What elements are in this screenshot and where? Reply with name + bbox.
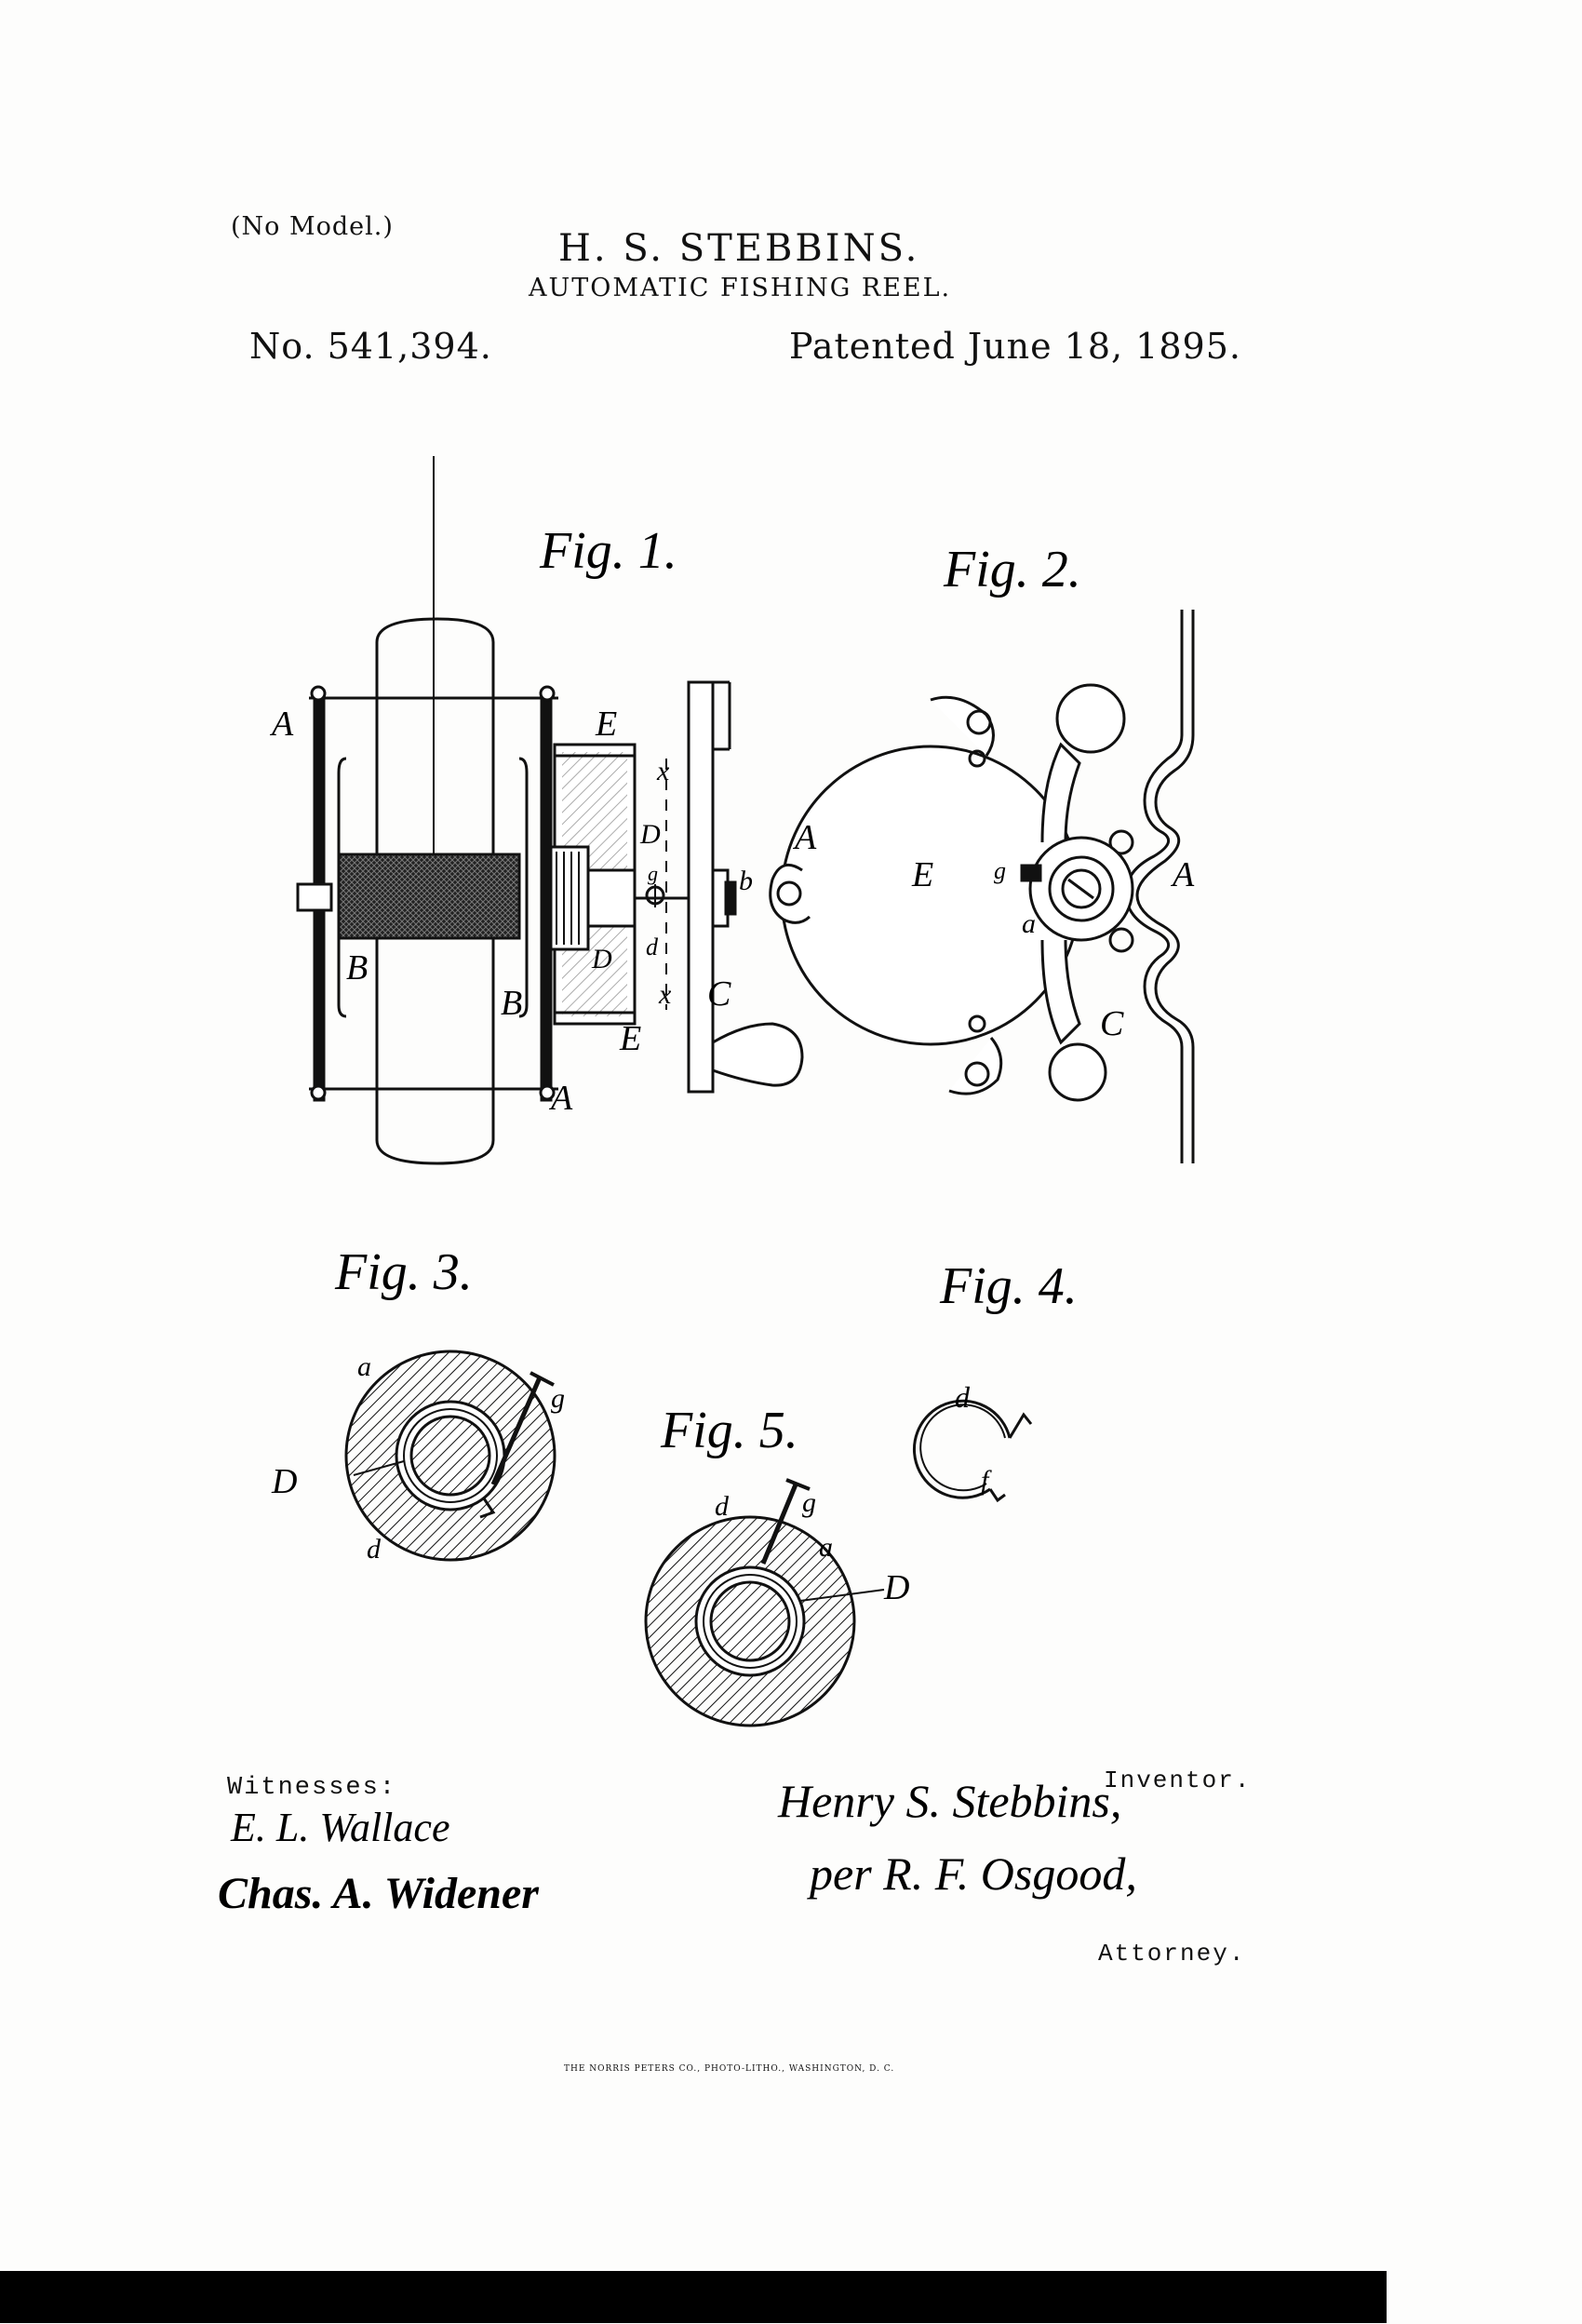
ref-g-fig5: g — [802, 1487, 816, 1518]
ref-g-fig2: g — [994, 857, 1006, 884]
figure-3-cross-section — [344, 1350, 556, 1562]
attorney-label: Attorney. — [1098, 1940, 1246, 1968]
fig2-caption: Fig. 2. — [943, 541, 1081, 598]
ref-d-fig1: d — [646, 934, 659, 960]
ref-a-fig5: a — [819, 1532, 833, 1563]
patent-date: Patented June 18, 1895. — [789, 326, 1241, 367]
witness-signature-1: E. L. Wallace — [230, 1805, 449, 1850]
ref-E-fig1-top: E — [595, 705, 617, 744]
ref-a-fig2: a — [1022, 908, 1036, 939]
ref-D-fig3: D — [271, 1462, 297, 1501]
ref-d-fig4: d — [955, 1380, 971, 1414]
ref-E-fig2: E — [911, 855, 933, 894]
ref-x-fig1-bottom: x — [658, 979, 672, 1010]
ref-D-fig5: D — [883, 1568, 909, 1607]
ref-D-fig1-mid: D — [591, 944, 612, 974]
ref-B-fig1-left: B — [346, 948, 368, 987]
witness-signature-2: Chas. A. Widener — [218, 1869, 540, 1918]
figure-5-cross-section — [644, 1478, 885, 1727]
printer-credit: THE NORRIS PETERS CO., PHOTO-LITHO., WAS… — [564, 2064, 895, 2074]
fig5-caption: Fig. 5. — [660, 1402, 798, 1459]
figure-4-split-ring — [912, 1399, 1033, 1503]
invention-title: AUTOMATIC FISHING REEL. — [529, 274, 952, 302]
ref-x-fig1-top: x — [656, 756, 670, 786]
ref-g-fig1: g — [648, 862, 658, 885]
inventor-label: Inventor. — [1104, 1767, 1252, 1794]
ref-a-fig3: a — [357, 1351, 371, 1382]
figure-2-front-view — [769, 610, 1195, 1163]
witnesses-label: Witnesses: — [227, 1774, 397, 1802]
scan-border-bar — [0, 2271, 1387, 2323]
inventor-name-heading: H. S. STEBBINS. — [558, 227, 920, 270]
ref-A-fig1-bottom: A — [548, 1079, 573, 1118]
ref-C-fig2: C — [1100, 1004, 1124, 1043]
figure-1-side-view — [296, 456, 804, 1165]
no-model-note: (No Model.) — [231, 212, 394, 241]
ref-E-fig1-bottom: E — [619, 1019, 641, 1058]
inventor-signature: Henry S. Stebbins, — [777, 1775, 1121, 1827]
reference-letters: A E x D g b D d x C B B E A A E g a A C … — [269, 705, 1195, 1607]
ref-d-fig3: d — [367, 1534, 382, 1565]
attorney-signature: per R. F. Osgood, — [807, 1847, 1137, 1900]
fig1-caption: Fig. 1. — [539, 522, 677, 580]
patent-number: No. 541,394. — [249, 326, 492, 367]
fig4-caption: Fig. 4. — [939, 1257, 1078, 1315]
ref-C-fig1: C — [707, 974, 731, 1014]
ref-D-fig1-top: D — [639, 819, 661, 850]
ref-B-fig1-right: B — [501, 984, 522, 1023]
ref-b-fig1: b — [739, 866, 753, 896]
ref-A-fig1-top: A — [269, 705, 294, 744]
ref-g-fig3: g — [551, 1383, 565, 1414]
fig3-caption: Fig. 3. — [334, 1243, 473, 1301]
ref-A-fig2-left: A — [792, 818, 817, 857]
ref-A-fig2-right: A — [1170, 855, 1195, 894]
ref-d-fig5: d — [715, 1491, 730, 1522]
